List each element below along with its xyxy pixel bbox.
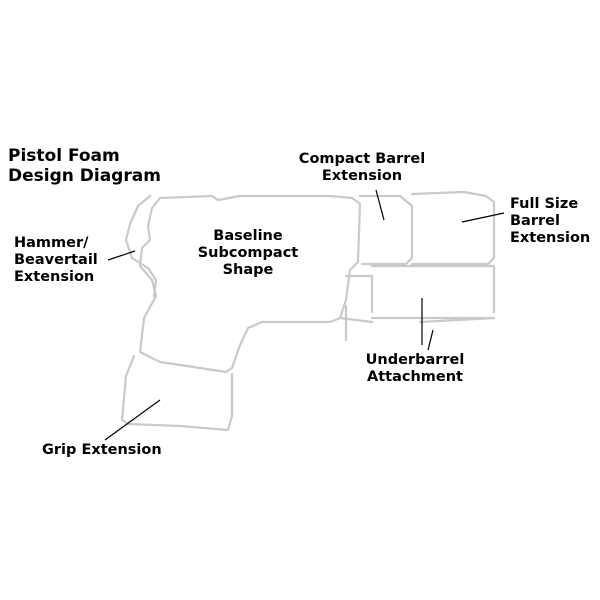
full-size-barrel-label: Full Size Barrel Extension — [510, 196, 590, 247]
baseline-label-line-1: Baseline — [213, 228, 283, 244]
full-size-barrel-label-line-2: Barrel — [510, 213, 560, 229]
compact-barrel-label: Compact Barrel Extension — [292, 151, 432, 185]
diagram-title-line-1: Pistol Foam — [8, 146, 120, 166]
grip-label-line-1: Grip Extension — [42, 442, 162, 458]
grip-leader — [104, 399, 161, 441]
grip-extension-label: Grip Extension — [42, 442, 162, 459]
underbarrel-lower-outline — [338, 316, 496, 324]
underbarrel-label-line-2: Attachment — [367, 369, 463, 385]
hammer-label-line-3: Extension — [14, 269, 95, 285]
compact-barrel-label-line-2: Extension — [321, 168, 403, 184]
underbarrel-leader-2 — [427, 329, 434, 351]
baseline-label-line-3: Shape — [222, 262, 274, 278]
full-size-barrel-outline — [410, 190, 496, 266]
grip-extension-outline — [120, 354, 234, 432]
full-size-barrel-label-line-3: Extension — [510, 230, 591, 246]
compact-barrel-outline — [358, 194, 414, 266]
hammer-extension-outline — [124, 194, 158, 298]
underbarrel-outline — [344, 264, 496, 342]
baseline-shape-outline — [138, 194, 362, 374]
hammer-leader — [107, 250, 136, 261]
full-size-barrel-label-line-1: Full Size — [510, 196, 579, 212]
compact-barrel-leader — [375, 189, 385, 221]
hammer-beavertail-label: Hammer/ Beavertail Extension — [14, 235, 98, 286]
diagram-title-line-2: Design Diagram — [8, 166, 161, 186]
full-size-barrel-leader — [461, 212, 505, 223]
compact-barrel-label-line-1: Compact Barrel — [298, 151, 426, 167]
underbarrel-label: Underbarrel Attachment — [355, 352, 475, 386]
diagram-title: Pistol Foam Design Diagram — [8, 146, 161, 186]
hammer-label-line-2: Beavertail — [14, 252, 98, 268]
underbarrel-label-line-1: Underbarrel — [365, 352, 465, 368]
baseline-shape-label: Baseline Subcompact Shape — [188, 228, 308, 279]
hammer-label-line-1: Hammer/ — [14, 235, 89, 251]
baseline-label-line-2: Subcompact — [197, 245, 299, 261]
